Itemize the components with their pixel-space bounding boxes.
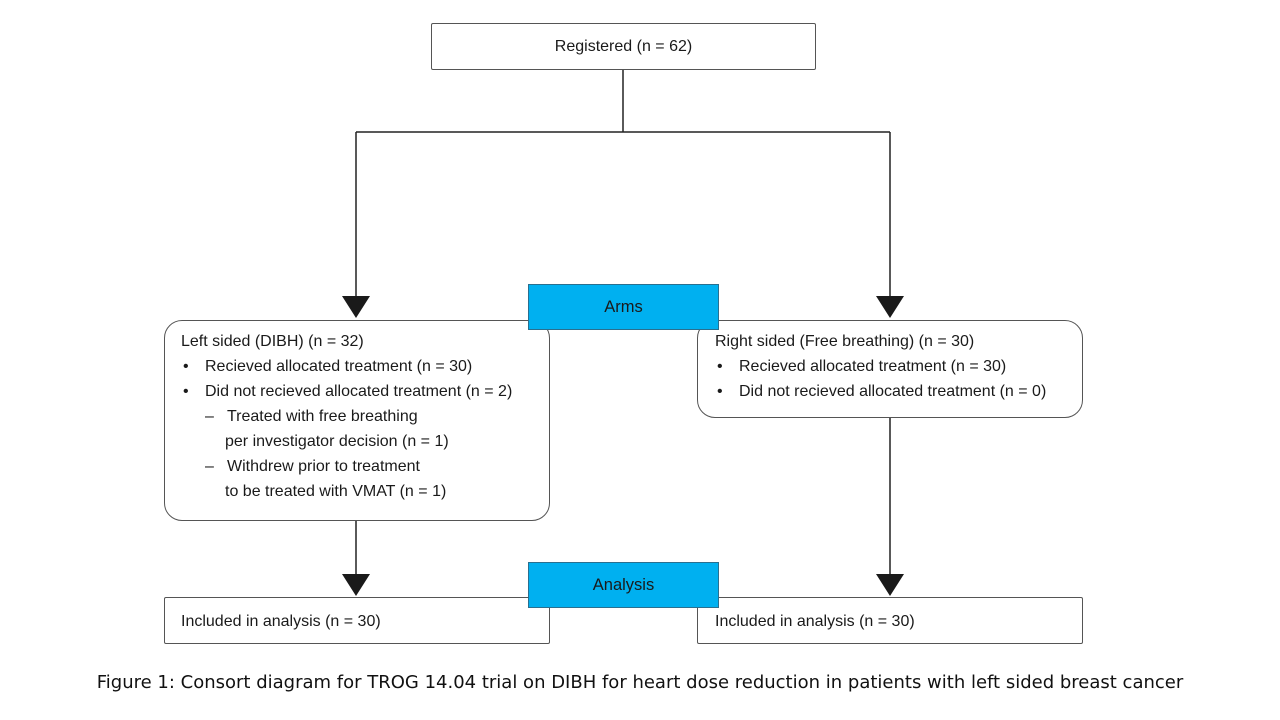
- right-arm-bullet-not-received: Did not recieved allocated treatment (n …: [715, 379, 1082, 404]
- analysis-label: Analysis: [528, 562, 719, 608]
- arms-label: Arms: [528, 284, 719, 330]
- arrowhead-left-arm: [342, 296, 370, 318]
- registered-text: Registered (n = 62): [554, 38, 693, 55]
- left-arm-sub-free-breathing-line2: per investigator decision (n = 1): [225, 433, 449, 450]
- arms-label-text: Arms: [604, 297, 643, 316]
- left-analysis-text: Included in analysis (n = 30): [181, 613, 381, 630]
- left-arm-sub-withdrew-line2: to be treated with VMAT (n = 1): [225, 483, 447, 500]
- right-analysis-box: Included in analysis (n = 30): [697, 597, 1083, 644]
- left-arm-box: Left sided (DIBH) (n = 32) Recieved allo…: [164, 320, 550, 521]
- analysis-label-text: Analysis: [592, 575, 655, 594]
- arrowhead-right-analysis: [876, 574, 904, 596]
- figure-caption: Figure 1: Consort diagram for TROG 14.04…: [96, 672, 1184, 693]
- right-arm-box: Right sided (Free breathing) (n = 30) Re…: [697, 320, 1083, 418]
- left-arm-bullet-received: Recieved allocated treatment (n = 30): [181, 354, 549, 379]
- arrowhead-right-arm: [876, 296, 904, 318]
- registered-box: Registered (n = 62): [431, 23, 816, 70]
- left-arm-sub-withdrew-line1: Withdrew prior to treatment: [181, 454, 549, 479]
- left-arm-bullet-not-received: Did not recieved allocated treatment (n …: [181, 379, 549, 404]
- right-analysis-text: Included in analysis (n = 30): [715, 613, 915, 630]
- right-arm-bullet-received: Recieved allocated treatment (n = 30): [715, 354, 1082, 379]
- left-analysis-box: Included in analysis (n = 30): [164, 597, 550, 644]
- left-arm-sub-free-breathing-line1: Treated with free breathing: [181, 404, 549, 429]
- left-arm-title: Left sided (DIBH) (n = 32): [181, 333, 364, 350]
- arrowhead-left-analysis: [342, 574, 370, 596]
- right-arm-title: Right sided (Free breathing) (n = 30): [715, 333, 975, 350]
